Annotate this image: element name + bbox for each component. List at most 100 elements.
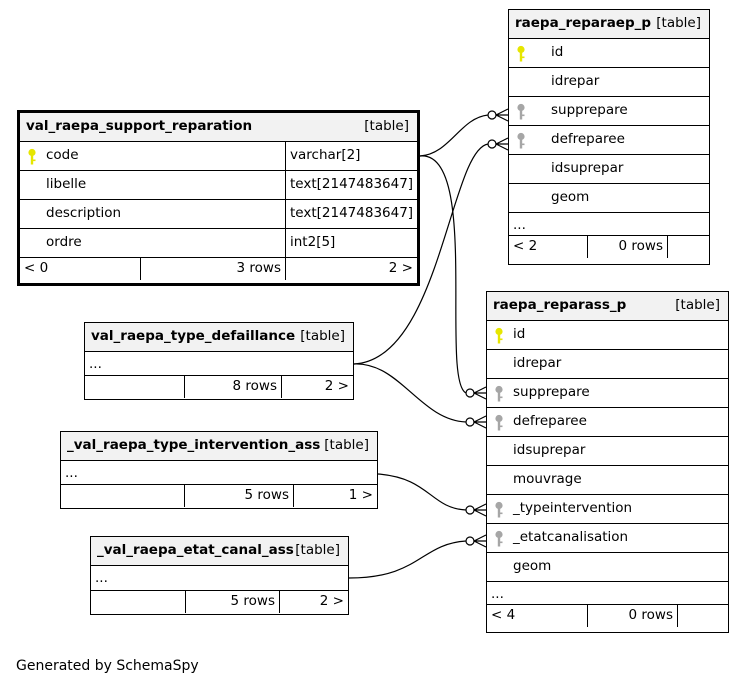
table-header: raepa_reparaep_p [table] [509,10,709,39]
table-name: val_raepa_support_reparation [26,118,253,134]
column-row: defreparee [487,408,728,437]
footer-rows-cell: 5 rows [184,485,293,507]
table-footer: < 2 0 rows [509,236,709,259]
column-name: mouvrage [513,471,582,487]
foreign-key-icon [495,414,503,431]
children-count[interactable]: 2 > [319,593,344,609]
column-type: text[2147483647] [285,200,413,228]
primary-key-icon [517,45,525,62]
table-tag: [table] [656,15,701,31]
relation-defaillance-reparaep [353,143,489,365]
column-name: geom [551,189,590,205]
column-name: supprepare [513,384,590,400]
primary-key-icon [495,327,503,344]
children-count[interactable]: 2 > [324,378,349,394]
column-row: id [509,39,709,68]
table-footer: 5 rows 2 > [91,591,348,614]
footer-children-cell: 2 > [281,376,353,398]
column-name: ordre [46,234,82,250]
table-val-raepa-etat-canal-ass[interactable]: _val_raepa_etat_canal_ass [table] ... 5 … [90,536,349,615]
table-name: _val_raepa_etat_canal_ass [97,542,294,558]
footer-children-cell [667,236,709,258]
parents-count[interactable]: < 0 [24,260,49,276]
column-row: idsuprepar [487,437,728,466]
column-row: description text[2147483647] [20,200,417,229]
column-row: idrepar [509,68,709,97]
table-header: val_raepa_type_defaillance [table] [85,323,353,352]
foreign-key-icon [495,385,503,402]
column-name: _etatcanalisation [513,529,629,545]
foreign-key-icon [495,501,503,518]
column-name: id [551,44,564,60]
children-count[interactable]: 2 > [388,260,413,276]
footer-children-cell: 2 > [279,591,348,613]
table-name: _val_raepa_type_intervention_ass [67,437,321,453]
column-name: idrepar [551,73,600,89]
column-row: idsuprepar [509,155,709,184]
footer-children-cell: 2 > [285,258,417,280]
column-row: ordre int2[5] [20,229,417,258]
footer-parents-cell [85,376,184,398]
table-footer: 8 rows 2 > [85,376,353,399]
crowfoot-reparaep-supprepare [495,108,509,122]
foreign-key-icon [495,530,503,547]
footer-children-cell [677,605,728,627]
crowfoot-reparass-etatcanalisation [473,534,487,548]
column-row: geom [487,553,728,582]
row-count: 0 rows [618,238,663,254]
table-name: raepa_reparaep_p [515,15,652,31]
table-footer: < 0 3 rows 2 > [20,258,417,281]
table-tag: [table] [364,118,409,134]
ellipsis: ... [65,465,78,481]
parents-count[interactable]: < 2 [513,238,538,254]
footer-children-cell: 1 > [293,485,377,507]
table-header: raepa_reparass_p [table] [487,292,728,321]
column-row: idrepar [487,350,728,379]
table-name: raepa_reparass_p [493,297,627,313]
row-count: 8 rows [232,378,277,394]
ellipsis: ... [95,570,108,586]
crowfoot-reparaep-defreparee [495,137,509,151]
relation-intervention-reparass [377,473,467,511]
table-val-raepa-type-defaillance[interactable]: val_raepa_type_defaillance [table] ... 8… [84,322,354,400]
column-row: supprepare [509,97,709,126]
relation-support-reparass [419,155,467,394]
table-header: val_raepa_support_reparation [table] [20,113,417,142]
footer-parents-cell [61,485,184,507]
primary-key-icon [28,148,36,165]
footer-rows-cell: 0 rows [587,605,677,627]
table-footer: 5 rows 1 > [61,485,377,508]
table-val-raepa-support-reparation[interactable]: val_raepa_support_reparation [table] cod… [17,110,420,286]
children-count[interactable]: 1 > [348,487,373,503]
footer-parents-cell: < 0 [20,258,140,280]
more-columns-row: ... [61,461,377,485]
more-columns-row: ... [85,352,353,376]
column-name: id [513,326,526,342]
column-row: _typeintervention [487,495,728,524]
table-header: _val_raepa_type_intervention_ass [table] [61,432,377,461]
column-row: id [487,321,728,350]
table-tag: [table] [675,297,720,313]
table-raepa-reparass-p[interactable]: raepa_reparass_p [table] id idrepar supp… [486,291,729,633]
table-footer: < 4 0 rows [487,605,728,628]
column-type: int2[5] [285,229,335,257]
foreign-key-icon [517,103,525,120]
relation-defaillance-reparass [353,363,467,423]
column-name: code [46,147,79,163]
column-name: idsuprepar [551,160,624,176]
table-header: _val_raepa_etat_canal_ass [table] [91,537,348,566]
footer-rows-cell: 3 rows [140,258,285,280]
ellipsis: ... [491,586,504,602]
parents-count[interactable]: < 4 [491,607,516,623]
row-count: 3 rows [236,260,281,276]
table-name: val_raepa_type_defaillance [91,328,296,344]
ellipsis: ... [513,217,526,233]
footer-rows-cell: 5 rows [185,591,279,613]
table-val-raepa-type-intervention-ass[interactable]: _val_raepa_type_intervention_ass [table]… [60,431,378,509]
table-raepa-reparaep-p[interactable]: raepa_reparaep_p [table] id idrepar supp… [508,9,710,265]
column-type: text[2147483647] [285,171,413,199]
crowfoot-reparass-typeintervention [473,503,487,517]
column-row: supprepare [487,379,728,408]
column-name: _typeintervention [513,500,633,516]
